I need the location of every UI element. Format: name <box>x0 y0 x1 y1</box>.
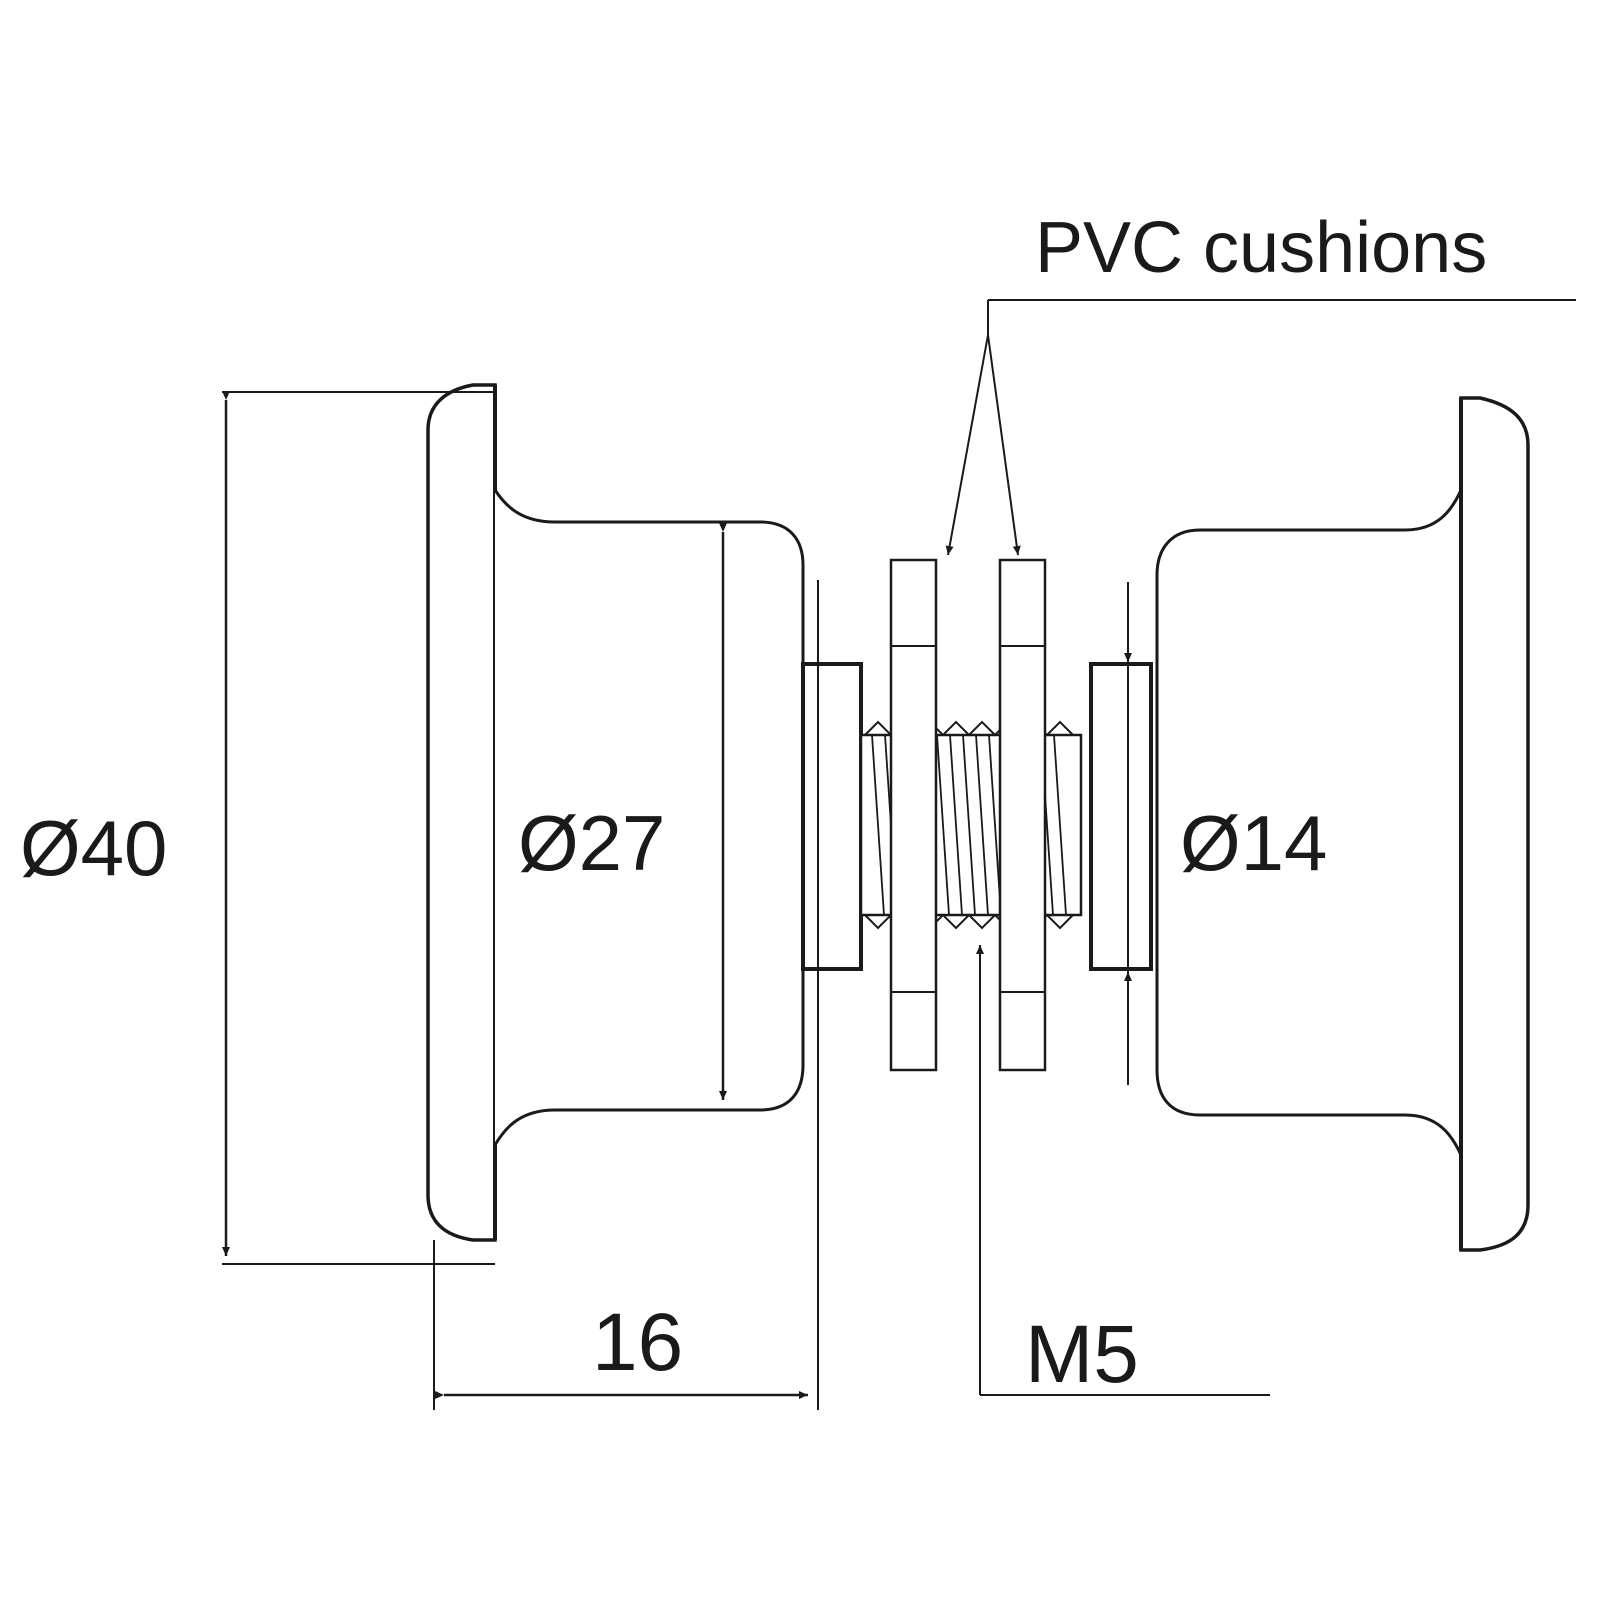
dimension-thread: M5 <box>976 945 1270 1400</box>
thread-crest-line <box>975 734 989 916</box>
right-knob-body <box>1155 489 1463 1156</box>
left-collar <box>801 662 863 971</box>
dimension-outer-diameter: Ø40 <box>20 391 495 1265</box>
callout-label: PVC cushions <box>1035 208 1487 288</box>
right-collar <box>1089 662 1153 971</box>
thread-crest-line <box>949 734 963 916</box>
thread-crest-line <box>1053 734 1067 916</box>
right-knob <box>1155 396 1530 1252</box>
length-label: 16 <box>592 1297 683 1388</box>
outer-diameter-label: Ø40 <box>20 804 167 892</box>
thread-label: M5 <box>1025 1309 1139 1400</box>
dimension-body-diameter: Ø27 <box>518 523 727 1100</box>
right-knob-flange <box>1459 396 1530 1252</box>
body-diameter-label: Ø27 <box>518 799 665 887</box>
dimension-collar-diameter: Ø14 <box>1124 582 1327 1085</box>
callout-pvc-cushions: PVC cushions <box>945 208 1576 556</box>
dimension-length: 16 <box>433 580 819 1410</box>
collar-diameter-label: Ø14 <box>1180 799 1327 887</box>
pvc-cushion-left <box>889 558 938 1072</box>
thread-crest-line <box>871 734 885 916</box>
thread-crest-line <box>962 734 976 916</box>
thread-crest-line <box>936 734 950 916</box>
pvc-cushion-right <box>998 558 1047 1072</box>
left-knob-flange <box>426 383 497 1242</box>
